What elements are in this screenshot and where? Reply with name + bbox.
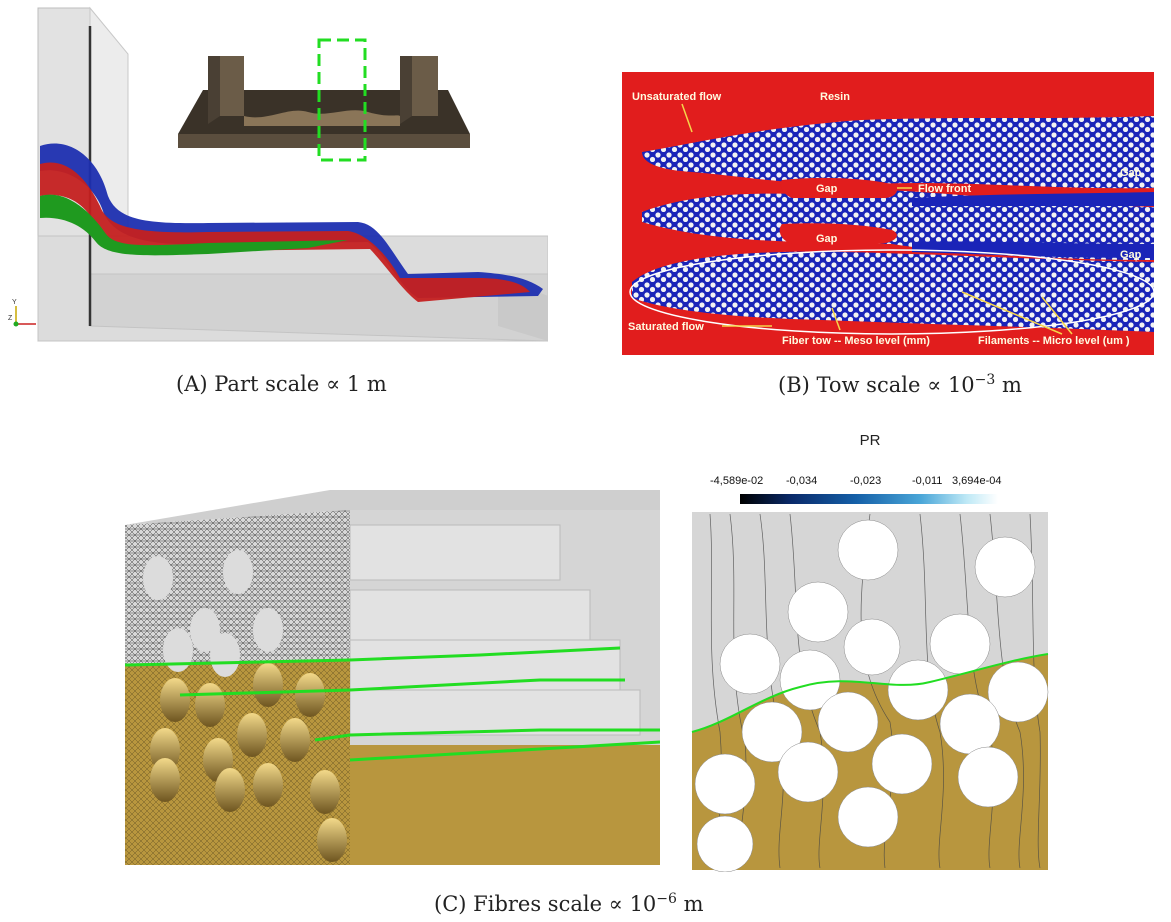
caption-b-text: Tow scale ∝ 10 [816, 373, 975, 397]
label-gap-3: Gap [1120, 167, 1142, 179]
fibres-3d-panel [120, 490, 661, 865]
caption-c: (C) Fibres scale ∝ 10−6 m [434, 891, 704, 916]
caption-b-tag: (B) [778, 373, 810, 397]
part-scale-panel: Y Z [8, 6, 549, 346]
caption-a-text: Part scale ∝ 1 m [214, 372, 387, 396]
label-gap-2: Gap [816, 233, 838, 245]
caption-c-text: Fibres scale ∝ 10 [473, 892, 657, 916]
label-gap-1: Gap [816, 183, 838, 195]
tow-scale-figure: Unsaturated flow Resin Gap Gap Gap Gap F… [622, 72, 1155, 355]
colorbar-tick-1: -0,034 [786, 475, 817, 487]
part-scale-figure: Y Z [8, 6, 549, 342]
caption-c-unit: m [676, 892, 704, 916]
label-filaments: Filaments -- Micro level (um ) [978, 335, 1130, 347]
axis-triad: Y Z [8, 299, 36, 327]
flow-front-line [691, 653, 1049, 733]
tow-lower [632, 251, 1154, 332]
selection-box [317, 38, 367, 162]
caption-b: (B) Tow scale ∝ 10−3 m [778, 372, 1022, 397]
tow-upper [642, 116, 1154, 189]
caption-c-exponent: −6 [656, 891, 677, 907]
caption-b-unit: m [995, 373, 1022, 397]
label-unsaturated-flow: Unsaturated flow [632, 91, 722, 103]
label-gap-4: Gap [1120, 249, 1142, 261]
label-flow-front: Flow front [918, 183, 971, 195]
beam-inset [178, 38, 470, 162]
caption-a: (A) Part scale ∝ 1 m [176, 372, 387, 396]
red-flow-front [40, 162, 530, 302]
caption-a-tag: (A) [176, 372, 208, 396]
colorbar-tick-0: -4,589e-02 [710, 475, 763, 487]
pressure-panel: PR -4,589e-02 -0,034 -0,023 -0,011 3,694… [690, 432, 1050, 872]
axis-y-label: Y [12, 299, 17, 306]
label-saturated-flow: Saturated flow [628, 321, 704, 333]
label-resin: Resin [820, 91, 850, 103]
colorbar-title: PR [859, 432, 881, 449]
caption-b-exponent: −3 [974, 372, 996, 388]
caption-c-tag: (C) [434, 892, 467, 916]
fibres-3d-figure [124, 490, 661, 865]
tow-scale-panel: Unsaturated flow Resin Gap Gap Gap Gap F… [622, 72, 1155, 355]
pressure-figure: -4,589e-02 -0,034 -0,023 -0,011 3,694e-0… [691, 475, 1049, 872]
axis-z-label: Z [8, 315, 13, 322]
colorbar [740, 494, 998, 504]
label-fiber-tow: Fiber tow -- Meso level (mm) [782, 335, 930, 347]
colorbar-tick-3: -0,011 [912, 475, 942, 487]
colorbar-tick-4: 3,694e-04 [952, 475, 1002, 487]
colorbar-tick-2: -0,023 [850, 475, 881, 487]
green-flow-front [40, 194, 348, 256]
